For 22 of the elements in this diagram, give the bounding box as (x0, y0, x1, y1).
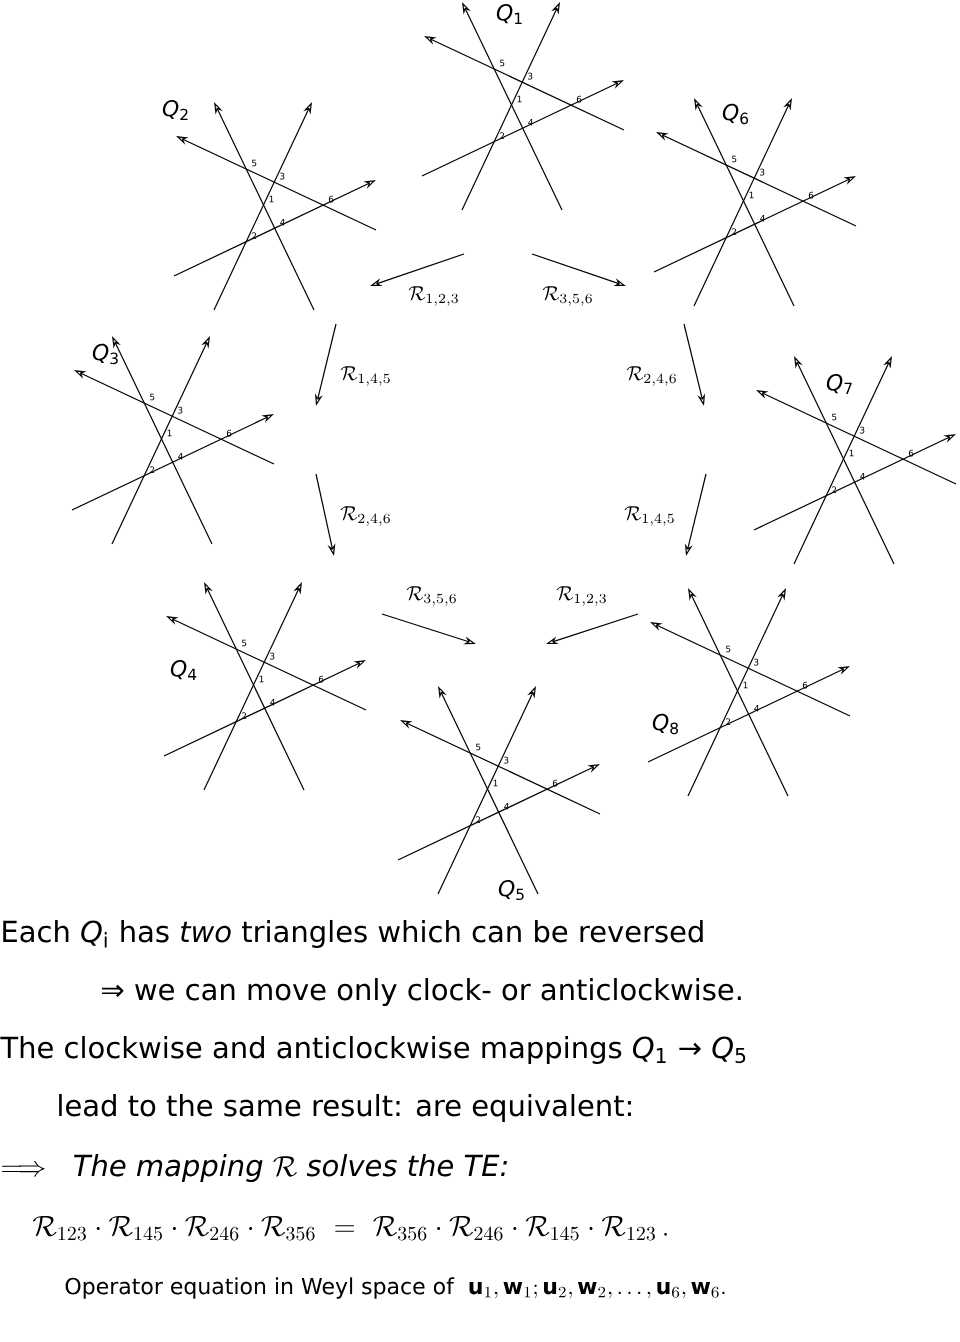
equation-line: $\Longrightarrow\ \ \textit{The mapping}\ \mathcal{R}\ \textit{solves the TE:}$ (1, 1153, 507, 1183)
equation-line: $\textrm{Operator equation in Weyl space of}\ \ \mathbf{u}_1,\mathbf{w}_1;\mathbf{u}_2,\mathbf{w}_2,\ldots,\mathbf{u}_6,\mathbf{w}_6.$ (65, 1277, 725, 1299)
node-label: Q$_{8}$ (652, 713, 678, 735)
edge-label: $\mathcal{R}_{1,4,5}$ (340, 366, 390, 386)
node-label: Q$_{2}$ (162, 99, 188, 121)
node-label: Q$_{1}$ (496, 4, 522, 24)
node-label: Q$_{3}$ (92, 343, 118, 365)
equation-line: $\mathcal{R}_{123}\cdot\mathcal{R}_{145}\cdot\mathcal{R}_{246}\cdot\mathcal{R}_{356}\ =\ \mathcal{R}_{356}\cdot\mathcal{R}_{246}\cdot\mathcal{R}_{145}\cdot\mathcal{R}_{123}\,.$ (33, 1216, 667, 1241)
text-line: ⇒ we can move only clock- or anticlockwise. (102, 977, 741, 1007)
node-label: Q$_{4}$ (170, 660, 197, 680)
edge-label: $\mathcal{R}_{2,4,6}$ (626, 366, 676, 386)
edge-label: $\mathcal{R}_{1,2,3}$ (556, 586, 606, 606)
edge-label: $\mathcal{R}_{1,4,5}$ (624, 506, 674, 526)
edge-label: $\mathcal{R}_{1,2,3}$ (408, 286, 458, 306)
edge-label: $\mathcal{R}_{3,5,6}$ (542, 286, 592, 306)
node-label: Q$_{7}$ (826, 374, 852, 394)
node-label: Q$_{6}$ (722, 103, 749, 125)
edge-label: $\mathcal{R}_{2,4,6}$ (340, 506, 390, 526)
text-line: lead to the same result: are equivalent: (59, 1093, 631, 1123)
edge-label: $\mathcal{R}_{3,5,6}$ (406, 586, 456, 606)
node-label: Q$_{5}$ (498, 879, 524, 901)
text-line: The clockwise and anticlockwise mappings Q$_{1}$ → Q$_{5}$ (0, 1035, 746, 1065)
